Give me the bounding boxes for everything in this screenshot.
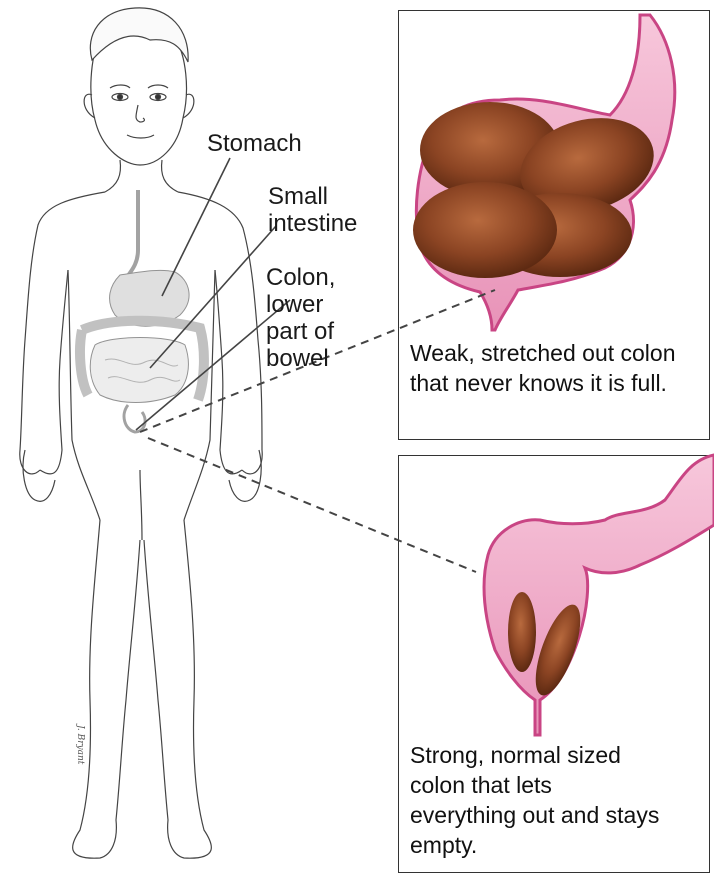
label-colon-line-3: part of bbox=[266, 318, 335, 345]
label-colon-line-1: Colon, bbox=[266, 264, 335, 291]
small-intestine-organ bbox=[90, 338, 188, 403]
hair bbox=[90, 8, 188, 62]
esophagus bbox=[125, 190, 138, 280]
organs bbox=[80, 190, 204, 432]
label-stomach: Stomach bbox=[207, 130, 302, 157]
label-colon: Colon, lower part of bowel bbox=[266, 264, 335, 372]
rectum-organ bbox=[124, 405, 145, 432]
left-leg bbox=[73, 520, 140, 858]
caption-normal-colon: Strong, normal sized colon that lets eve… bbox=[410, 740, 660, 860]
label-colon-line-4: bowel bbox=[266, 345, 335, 372]
stomach-leader bbox=[162, 158, 230, 296]
illustrator-signature: J. Bryant bbox=[75, 725, 85, 764]
label-small-intestine-line-2: intestine bbox=[268, 210, 357, 237]
right-leg bbox=[144, 520, 211, 858]
caption-stretched-colon: Weak, stretched out colon that never kno… bbox=[410, 338, 700, 398]
label-colon-line-2: lower bbox=[266, 291, 335, 318]
label-small-intestine: Small intestine bbox=[268, 183, 357, 237]
label-small-intestine-line-1: Small bbox=[268, 183, 357, 210]
